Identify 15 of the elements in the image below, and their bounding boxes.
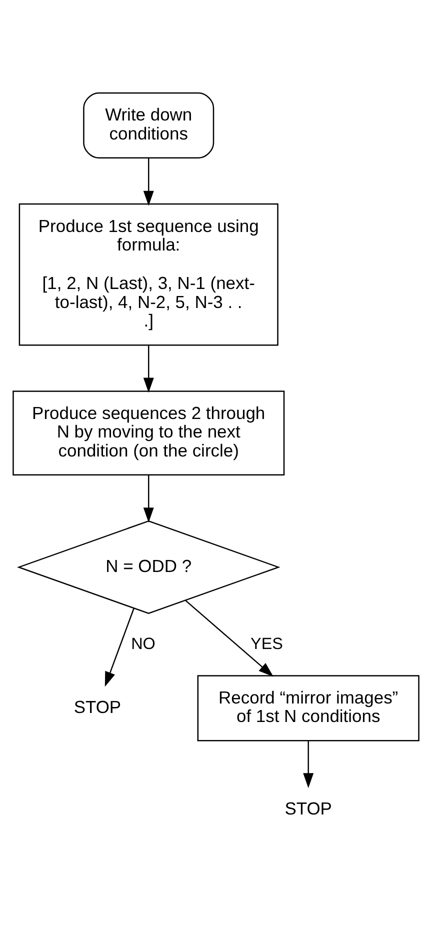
node-text: STOP: [284, 798, 332, 819]
node-diamond: N = ODD ?: [16, 520, 280, 614]
arrow: [143, 158, 154, 206]
arrow: [143, 474, 154, 523]
node-box: Produce 1st sequence using formula: [1, 2, N (Last), 3, N-1 (next-to-last), 4, N-2, 5, N-3 . . .]: [18, 203, 278, 346]
node-box: Write down conditions: [83, 92, 214, 158]
edge-label: YES: [250, 634, 284, 653]
arrow: [303, 740, 314, 788]
arrow: [143, 345, 154, 393]
arrow: [104, 608, 134, 687]
node-box: Record “mirror images” of 1st N conditions: [197, 675, 420, 742]
node-box: Produce sequences 2 through N by moving to the next condition (on the circle): [12, 390, 285, 476]
node-text: STOP: [74, 696, 122, 717]
arrow: [185, 600, 274, 677]
edge-label: NO: [131, 634, 156, 653]
